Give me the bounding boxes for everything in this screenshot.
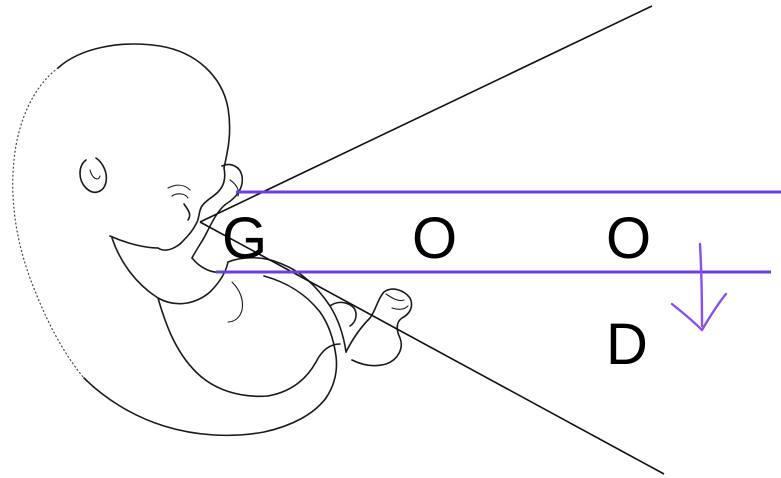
arrow-shaft	[700, 244, 702, 326]
chin	[158, 244, 180, 250]
neck	[110, 236, 158, 248]
closed-eye	[168, 185, 190, 190]
upper-ray	[200, 6, 652, 222]
fetus-illustration	[13, 44, 412, 435]
head-back-outline	[13, 68, 84, 378]
toes	[386, 294, 408, 309]
letter-d-falling: D	[606, 312, 648, 377]
back	[84, 378, 326, 435]
hand-detail	[228, 282, 243, 322]
eye-lid	[172, 194, 188, 198]
down-arrow-icon	[672, 244, 726, 330]
arrow-head	[672, 294, 726, 330]
leg-lower	[264, 276, 337, 398]
ear	[80, 158, 106, 192]
letter-g: G	[222, 206, 267, 271]
head-crown	[58, 44, 230, 168]
belly	[158, 298, 268, 396]
forearm	[192, 258, 224, 272]
letter-o-second: O	[606, 206, 651, 271]
nose	[184, 204, 190, 220]
ear-inner	[90, 170, 100, 179]
knee	[268, 344, 340, 396]
letter-o-first: O	[412, 206, 457, 271]
